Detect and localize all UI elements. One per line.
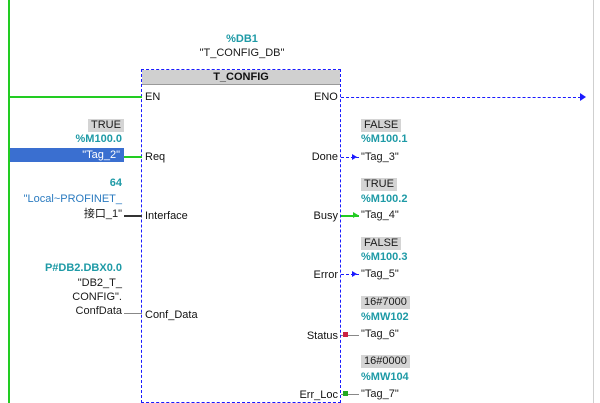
status-tag[interactable]: "Tag_6" [361,328,399,340]
right-editor-border [593,0,594,403]
block-title-bar[interactable]: T_CONFIG [142,70,340,85]
instance-db-address[interactable]: %DB1 [226,33,258,45]
req-monitor-value: TRUE [88,119,124,132]
t-config-block[interactable]: T_CONFIG [141,69,341,403]
done-wire [341,157,359,158]
err-loc-tag[interactable]: "Tag_7" [361,388,399,400]
block-title: T_CONFIG [213,71,269,83]
eno-wire [341,97,581,98]
pin-err-loc-label: Err_Loc [299,389,338,401]
done-address[interactable]: %M100.1 [361,133,408,145]
status-address[interactable]: %MW102 [361,311,409,323]
busy-monitor-value: TRUE [361,178,397,191]
conf-data-line3[interactable]: ConfData [75,305,122,317]
req-wire [124,156,142,158]
busy-tag[interactable]: "Tag_4" [361,209,399,221]
interface-tag-line1[interactable]: "Local~PROFINET_ [23,193,122,205]
busy-address[interactable]: %M100.2 [361,193,408,205]
error-address[interactable]: %M100.3 [361,251,408,263]
interface-monitor-value: 64 [109,177,122,189]
status-monitor-value: 16#7000 [361,296,410,309]
pin-done-label: Done [311,151,338,163]
pin-error-label: Error [313,269,338,281]
pin-interface-label: Interface [145,210,188,222]
error-wire [341,274,359,275]
done-wire-arrow [352,154,357,160]
pin-req-label: Req [145,151,166,163]
err-loc-address[interactable]: %MW104 [361,371,409,383]
pin-conf-data-label: Conf_Data [145,309,198,321]
conf-data-address: P#DB2.DBX0.0 [44,262,122,274]
req-address[interactable]: %M100.0 [75,133,122,145]
conf-data-line2[interactable]: CONFIG". [72,291,122,303]
pin-status-label: Status [306,330,338,342]
pin-en-label: EN [145,91,161,103]
req-tag: "Tag_2" [82,149,120,161]
done-tag[interactable]: "Tag_3" [361,151,399,163]
pin-eno-label: ENO [314,91,338,103]
conf-data-wire [124,313,142,314]
instance-db-name[interactable]: "T_CONFIG_DB" [199,47,285,59]
eno-wire-end-arrow [580,93,586,101]
error-tag[interactable]: "Tag_5" [361,268,399,280]
error-monitor-value: FALSE [361,237,402,250]
status-wire-marker [343,332,348,337]
interface-tag-line2[interactable]: 接口_1" [83,208,122,220]
err-loc-wire [341,394,359,395]
error-wire-arrow [352,271,357,277]
done-monitor-value: FALSE [361,119,402,132]
busy-wire [341,215,359,217]
interface-wire [124,215,142,217]
left-power-rail [8,0,10,403]
busy-wire-arrow [353,212,358,218]
err-loc-wire-marker [343,391,348,396]
conf-data-line1[interactable]: "DB2_T_ [77,277,122,289]
pin-busy-label: Busy [313,210,338,222]
en-wire [9,96,142,98]
status-wire [341,335,359,336]
err-loc-monitor-value: 16#0000 [361,355,410,368]
req-tag-selected[interactable]: "Tag_2" [10,148,124,162]
